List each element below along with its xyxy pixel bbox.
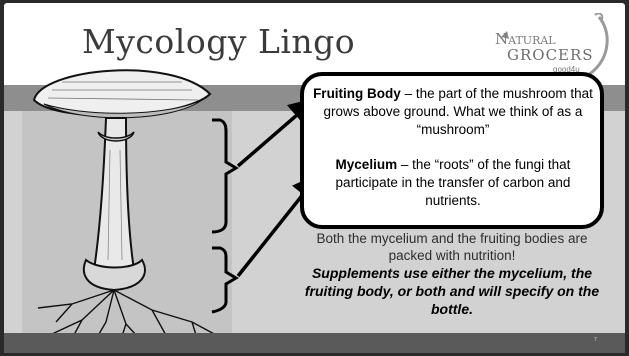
logo-line-2: GROCERS [507,46,594,64]
mushroom-illustration-icon [22,60,222,350]
supplements-note: Supplements use either the mycelium, the… [300,264,604,318]
nutrition-note: Both the mycelium and the fruiting bodie… [300,230,604,318]
fruiting-body-term: Fruiting Body [313,86,401,101]
slide-title: Mycology Lingo [82,22,355,61]
definitions-callout: Fruiting Body – the part of the mushroom… [300,72,604,229]
page-number: 7 [594,337,597,343]
nutrition-text: Both the mycelium and the fruiting bodie… [300,230,604,264]
mycelium-term: Mycelium [336,157,398,172]
footer-bar [4,333,625,353]
mycelium-definition: Mycelium – the “roots” of the fungi that… [312,156,594,210]
fruiting-body-definition: Fruiting Body – the part of the mushroom… [312,85,594,139]
